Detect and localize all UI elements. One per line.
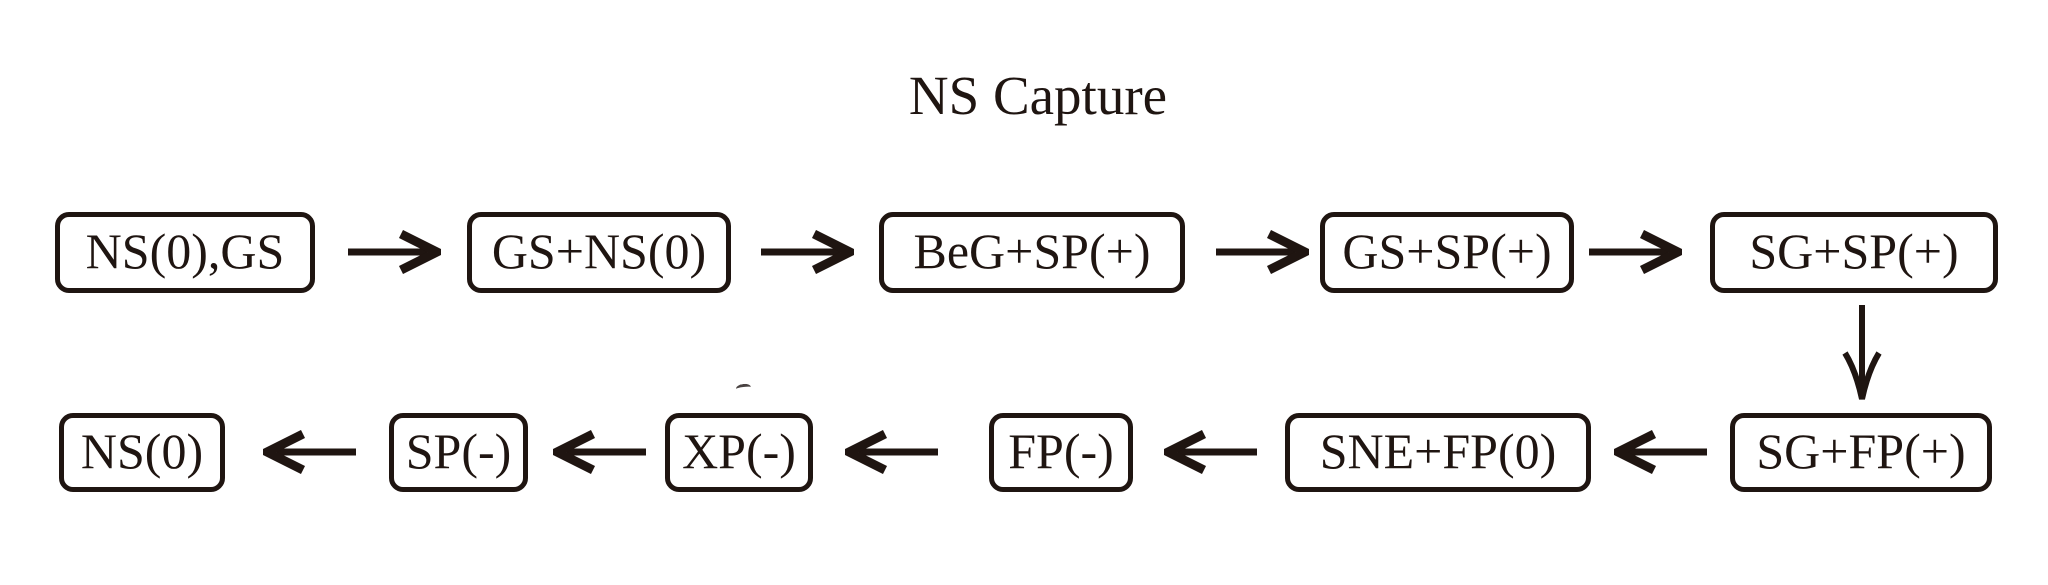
- node-ns0: NS(0): [59, 413, 225, 492]
- node-fp-minus: FP(-): [989, 413, 1133, 492]
- stray-mark: [735, 383, 752, 393]
- arrow-right-icon: [345, 230, 441, 274]
- node-xp-minus: XP(-): [665, 413, 813, 492]
- node-sp-minus: SP(-): [389, 413, 528, 492]
- node-beg-sp-plus: BeG+SP(+): [879, 212, 1185, 293]
- node-sg-fp-plus: SG+FP(+): [1730, 413, 1992, 492]
- node-ns0-gs: NS(0),GS: [55, 212, 315, 293]
- diagram-title: NS Capture: [908, 65, 1168, 126]
- arrow-left-icon: [845, 430, 941, 474]
- arrow-down-icon: [1840, 303, 1884, 405]
- node-gs-ns0: GS+NS(0): [467, 212, 731, 293]
- arrow-left-icon: [1614, 430, 1710, 474]
- arrow-left-icon: [263, 430, 359, 474]
- node-sne-fp0: SNE+FP(0): [1285, 413, 1591, 492]
- arrow-right-icon: [758, 230, 854, 274]
- node-gs-sp-plus: GS+SP(+): [1320, 212, 1574, 293]
- node-sg-sp-plus: SG+SP(+): [1710, 212, 1998, 293]
- arrow-left-icon: [553, 430, 649, 474]
- arrow-right-icon: [1586, 230, 1682, 274]
- arrow-left-icon: [1164, 430, 1260, 474]
- arrow-right-icon: [1213, 230, 1309, 274]
